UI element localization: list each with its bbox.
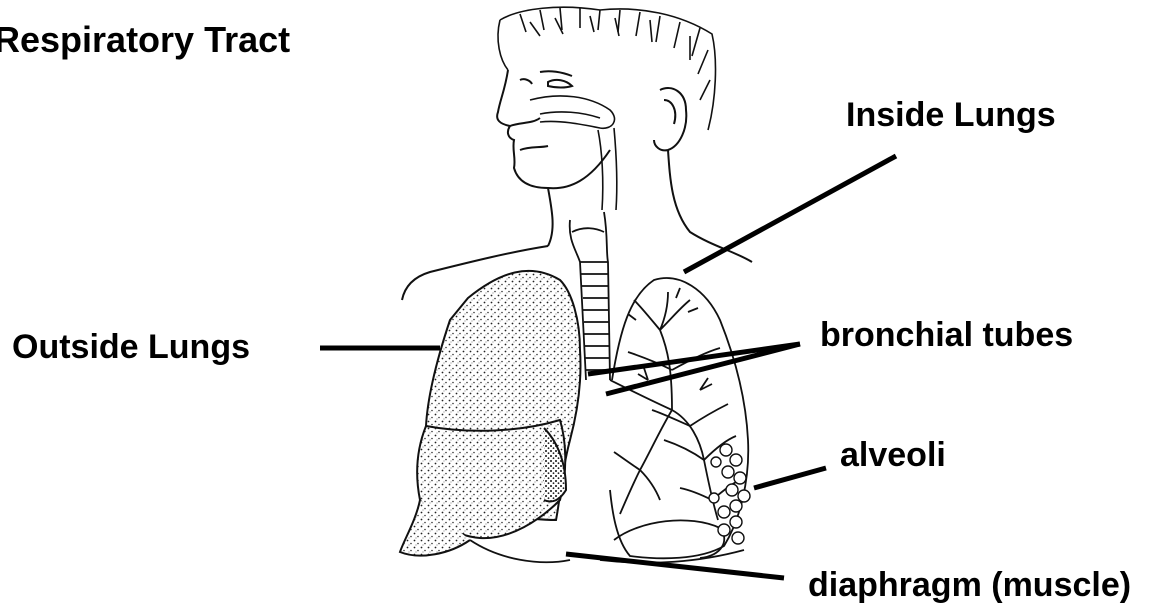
label-bronchial-tubes: bronchial tubes: [820, 318, 1073, 352]
label-alveoli: alveoli: [840, 438, 946, 472]
neck-shoulders: [402, 150, 752, 300]
pointer-inside-lungs: [684, 156, 896, 272]
pointer-alveoli: [754, 468, 826, 488]
diagram-title: Respiratory Tract: [0, 22, 290, 58]
label-outside-lungs: Outside Lungs: [12, 330, 250, 364]
label-inside-lungs: Inside Lungs: [846, 98, 1056, 132]
nasal-cavity: [530, 96, 617, 210]
head: [497, 70, 686, 188]
hair: [498, 7, 715, 130]
outside-lung: [400, 271, 581, 556]
label-diaphragm: diaphragm (muscle): [808, 568, 1131, 602]
pointer-lines: [320, 156, 896, 578]
alveoli-cluster: [709, 444, 750, 544]
